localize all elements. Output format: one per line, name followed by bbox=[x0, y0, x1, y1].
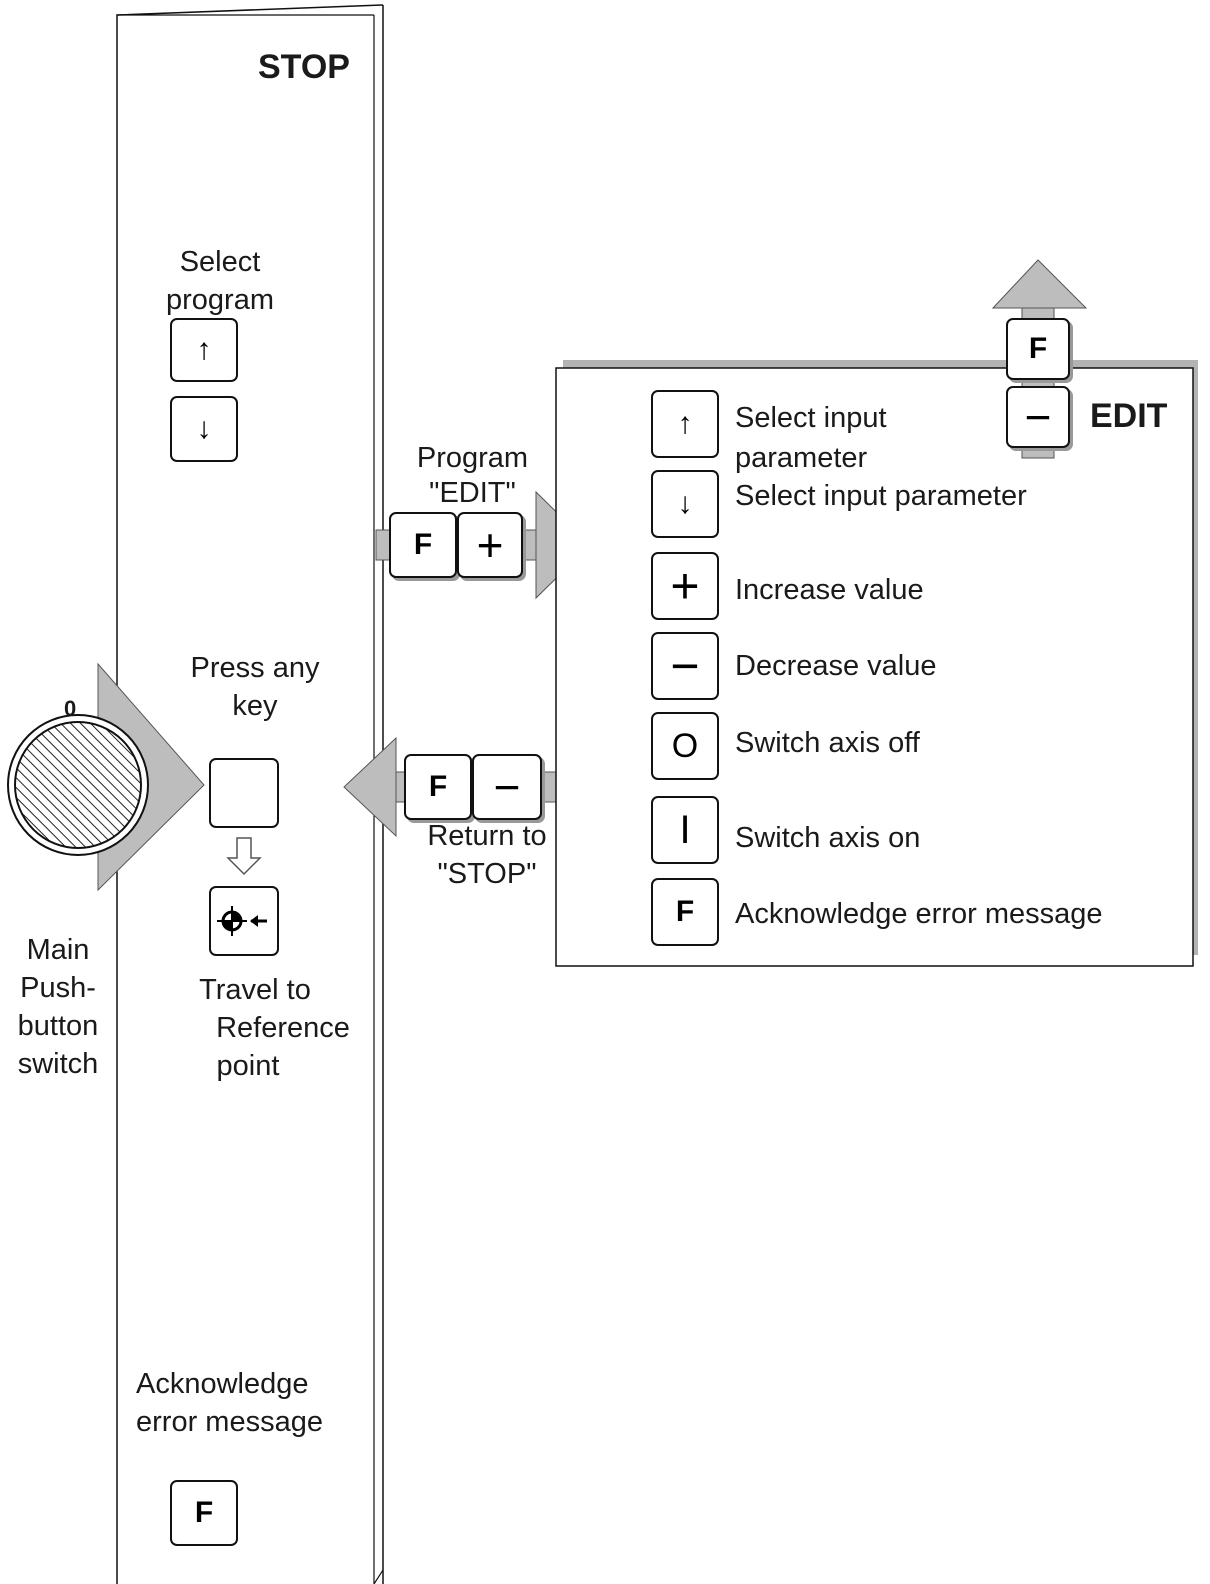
edit-row3-label: Increase value bbox=[735, 574, 924, 606]
f-key-acknowledge[interactable]: F bbox=[170, 1480, 238, 1546]
travel-reference-line1: Travel to bbox=[199, 974, 311, 1006]
reference-point-key[interactable] bbox=[209, 886, 279, 956]
select-program-line2: program bbox=[166, 284, 274, 316]
acknowledge-line2: error message bbox=[136, 1406, 323, 1438]
arrow-down-key[interactable]: ↓ bbox=[170, 396, 238, 462]
edit-row6-label: Switch axis on bbox=[735, 822, 921, 854]
stop-title: STOP bbox=[258, 48, 350, 86]
f-key-return[interactable]: F bbox=[404, 754, 472, 820]
edit-row7-label: Acknowledge error message bbox=[735, 898, 1103, 930]
press-any-key-line2: key bbox=[232, 690, 278, 722]
edit-key-down[interactable]: ↓ bbox=[651, 470, 719, 538]
switch-label-line4: switch bbox=[17, 1048, 99, 1080]
f-key-edit[interactable]: F bbox=[389, 512, 457, 578]
edit-row1-line2: parameter bbox=[735, 442, 868, 474]
f-key-exit-edit[interactable]: F bbox=[1006, 318, 1070, 380]
main-switch bbox=[7, 662, 205, 892]
reference-point-icon bbox=[217, 906, 267, 936]
edit-key-axis-off[interactable]: O bbox=[651, 712, 719, 780]
edit-key-f[interactable]: F bbox=[651, 878, 719, 946]
switch-label-line2: Push- bbox=[20, 972, 96, 1004]
program-edit-label-line2: "EDIT" bbox=[429, 477, 516, 509]
return-stop-label-line1: Return to bbox=[427, 820, 547, 852]
minus-key-return[interactable]: − bbox=[472, 754, 542, 820]
edit-row5-label: Switch axis off bbox=[735, 727, 920, 759]
switch-label-line3: button bbox=[17, 1010, 99, 1042]
small-down-arrow bbox=[226, 837, 262, 876]
edit-row1-line1: Select input bbox=[735, 402, 887, 434]
switch-zero-label: 0 bbox=[64, 696, 77, 721]
any-key-button[interactable] bbox=[209, 758, 279, 828]
edit-key-minus[interactable]: − bbox=[651, 632, 719, 700]
main-push-button-switch[interactable] bbox=[8, 715, 148, 855]
acknowledge-line1: Acknowledge bbox=[136, 1368, 309, 1400]
travel-reference-line2: Reference bbox=[216, 1012, 350, 1044]
edit-key-up[interactable]: ↑ bbox=[651, 390, 719, 458]
travel-reference-line3: point bbox=[216, 1050, 280, 1082]
minus-glyph: − bbox=[1024, 391, 1052, 443]
edit-row4-label: Decrease value bbox=[735, 650, 937, 682]
edit-key-axis-on[interactable]: I bbox=[651, 796, 719, 864]
plus-key-edit[interactable]: + bbox=[457, 512, 523, 578]
switch-label-line1: Main bbox=[26, 934, 90, 966]
press-any-key-line1: Press any bbox=[190, 652, 320, 684]
edit-title: EDIT bbox=[1090, 397, 1168, 435]
select-program-line1: Select bbox=[179, 246, 261, 278]
minus-key-exit-edit[interactable]: − bbox=[1006, 386, 1070, 448]
return-stop-label-line2: "STOP" bbox=[437, 858, 537, 890]
edit-row2-label: Select input parameter bbox=[735, 480, 1027, 512]
program-edit-label-line1: Program bbox=[416, 442, 529, 474]
arrow-up-key[interactable]: ↑ bbox=[170, 318, 238, 382]
edit-key-plus[interactable]: + bbox=[651, 552, 719, 620]
